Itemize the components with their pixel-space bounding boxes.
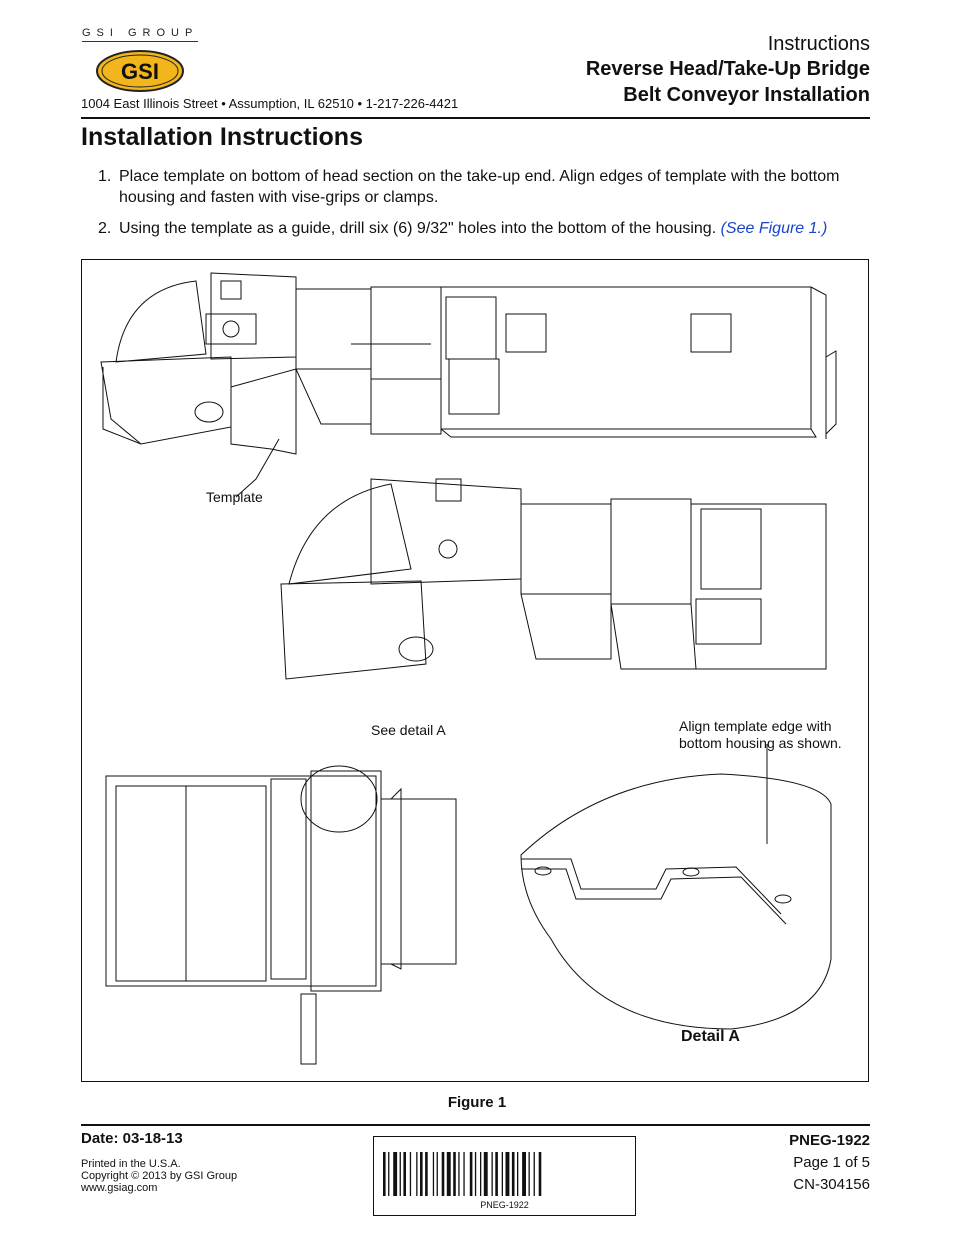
- doc-number: PNEG-1922: [789, 1132, 870, 1149]
- footer-imprint: Printed in the U.S.A. Copyright © 2013 b…: [81, 1158, 237, 1194]
- detail-a-circle: [300, 765, 378, 833]
- conveyor-view-middle: [280, 478, 827, 680]
- detail-a-view: [520, 744, 832, 1030]
- website: www.gsiag.com: [81, 1182, 158, 1194]
- banner-rule: [82, 41, 198, 42]
- gsi-logo: GSI: [96, 50, 184, 92]
- callout-align: Align template edge with bottom housing …: [679, 718, 842, 752]
- printed-note: Printed in the U.S.A.: [81, 1158, 181, 1170]
- step-text: Place template on bottom of head section…: [119, 168, 840, 206]
- barcode-caption: PNEG-1922: [480, 1200, 529, 1210]
- figure-reference-link[interactable]: (See Figure 1.): [720, 220, 828, 237]
- conveyor-drawing: [100, 272, 837, 1065]
- company-banner: GSI GROUP: [82, 27, 199, 39]
- callout-template: Template: [206, 489, 263, 505]
- section-title: Installation Instructions: [81, 123, 363, 151]
- footer-doc-info: PNEG-1922 Page 1 of 5 CN-304156: [789, 1130, 870, 1196]
- step-text: Using the template as a guide, drill six…: [119, 220, 717, 237]
- step-number: 1.: [98, 168, 112, 185]
- callout-align-line-2: bottom housing as shown.: [679, 735, 842, 751]
- copyright-note: Copyright © 2013 by GSI Group: [81, 1170, 238, 1182]
- barcode-icon: [383, 1152, 542, 1196]
- callout-see-detail: See detail A: [371, 722, 446, 738]
- callout-align-line-1: Align template edge with: [679, 718, 832, 734]
- doc-type: Instructions: [767, 33, 870, 55]
- footer-rule: [81, 1124, 870, 1126]
- instruction-steps: 1. Place template on bottom of head sect…: [98, 166, 873, 249]
- conveyor-view-top: [100, 272, 837, 455]
- barcode-frame: [373, 1136, 636, 1216]
- title-line-1: Reverse Head/Take-Up Bridge: [585, 58, 870, 80]
- address: 1004 East Illinois Street • Assumption, …: [81, 96, 459, 111]
- detail-a-label: Detail A: [681, 1028, 740, 1045]
- logo-text: GSI: [121, 59, 159, 84]
- header-rule: [81, 117, 870, 119]
- step-2: 2. Using the template as a guide, drill …: [98, 218, 873, 239]
- step-1: 1. Place template on bottom of head sect…: [98, 166, 873, 208]
- cn-number: CN-304156: [793, 1176, 870, 1193]
- page-number: Page 1 of 5: [793, 1154, 870, 1171]
- figure-frame: [81, 259, 869, 1082]
- document-heading: Instructions Reverse Head/Take-Up Bridge…: [586, 32, 870, 108]
- document-date: Date: 03-18-13: [81, 1130, 183, 1147]
- figure-caption: Figure 1: [447, 1094, 507, 1111]
- title-line-2: Belt Conveyor Installation: [623, 84, 870, 106]
- template-leader: [235, 438, 280, 498]
- step-number: 2.: [98, 220, 112, 237]
- plan-view: [105, 765, 457, 1065]
